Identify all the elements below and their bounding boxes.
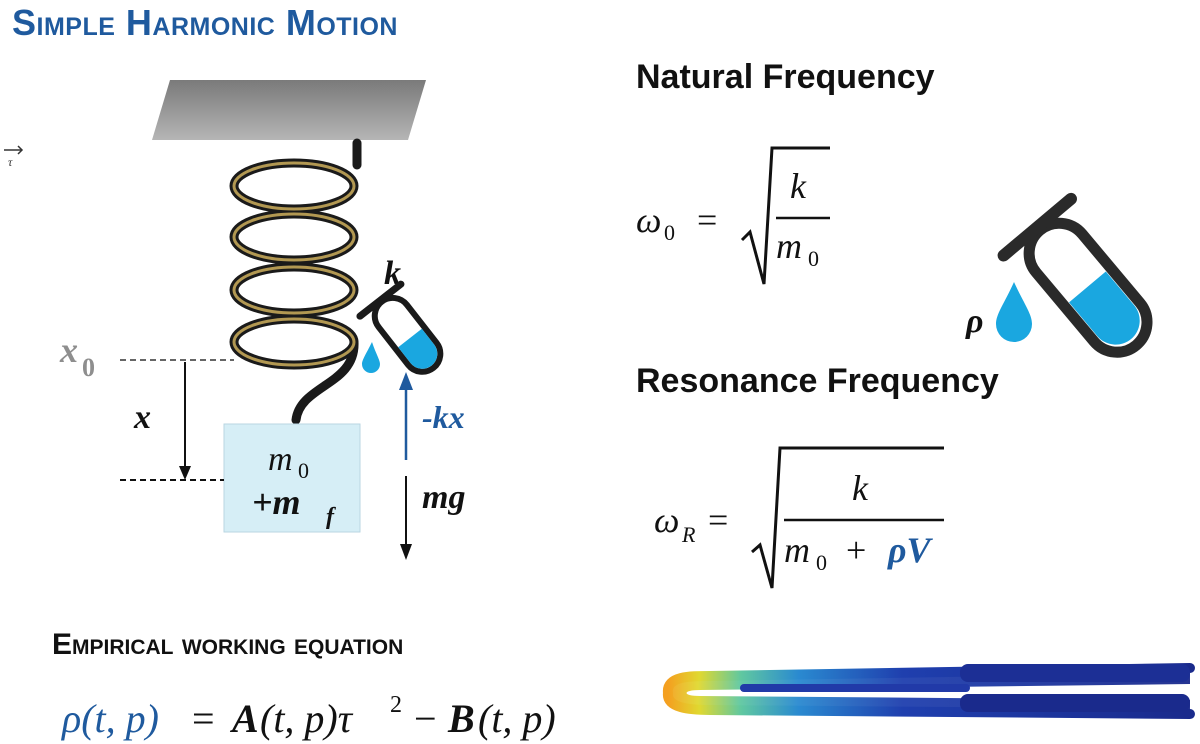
coefficient-b: B bbox=[447, 696, 475, 741]
mass-bottom-label: +m bbox=[252, 482, 301, 522]
tau-glyph: τ bbox=[8, 155, 13, 169]
omega-symbol: ω bbox=[636, 200, 661, 240]
gravity-label: mg bbox=[422, 479, 465, 516]
mass-top-sub: 0 bbox=[298, 458, 309, 483]
denominator-m: m bbox=[776, 226, 802, 266]
natural-frequency-formula: ω 0 = k m 0 bbox=[636, 146, 830, 285]
squared: 2 bbox=[390, 692, 402, 718]
omega-sub: 0 bbox=[664, 220, 675, 245]
equals-sign: = bbox=[697, 200, 717, 240]
equals-sign-r: = bbox=[708, 500, 728, 540]
resonance-frequency-formula: ω R = k m 0 + ρV bbox=[654, 446, 944, 589]
denominator-sub: 0 bbox=[808, 246, 819, 271]
numerator-k: k bbox=[790, 166, 807, 206]
args-a: (t, p)τ bbox=[260, 696, 354, 741]
k-label: k bbox=[384, 255, 401, 292]
plus-sign: + bbox=[846, 530, 866, 570]
denominator-sub-r: 0 bbox=[816, 550, 827, 575]
numerator-k-r: k bbox=[852, 468, 869, 508]
rho-v-term: ρV bbox=[887, 530, 934, 570]
working-equation: ρ(t, p) = A (t, p)τ 2 − B (t, p) bbox=[60, 692, 556, 741]
restoring-force-label: -kx bbox=[422, 399, 465, 435]
natural-frequency-heading: Natural Frequency bbox=[636, 58, 935, 96]
page-title: Simple Harmonic Motion bbox=[12, 2, 398, 43]
working-equals: = bbox=[192, 696, 215, 741]
small-test-tube-icon bbox=[356, 280, 444, 375]
x0-sub: 0 bbox=[82, 353, 95, 382]
denominator-m-r: m bbox=[784, 530, 810, 570]
large-droplet-icon bbox=[996, 282, 1032, 342]
x0-label: x bbox=[59, 330, 78, 370]
args-b: (t, p) bbox=[478, 696, 556, 741]
small-droplet-icon bbox=[362, 342, 380, 373]
omega-r-symbol: ω bbox=[654, 500, 679, 540]
ceiling-block bbox=[152, 80, 426, 140]
omega-r-sub: R bbox=[681, 522, 696, 547]
sqrt-sign bbox=[740, 146, 830, 285]
sqrt-sign-r bbox=[751, 446, 944, 589]
coefficient-a: A bbox=[229, 696, 259, 741]
empirical-equation-heading: Empirical working equation bbox=[52, 628, 404, 661]
u-tube-oscillator-image bbox=[663, 663, 1195, 719]
large-test-tube-icon bbox=[997, 192, 1153, 358]
resonance-frequency-heading: Resonance Frequency bbox=[636, 362, 999, 400]
mass-bottom-sub: f bbox=[326, 504, 336, 530]
mass-box bbox=[223, 423, 361, 533]
spring bbox=[229, 138, 362, 425]
small-arrow-tau-icon: τ bbox=[4, 145, 24, 169]
rho-label: ρ bbox=[965, 303, 984, 340]
minus-sign: − bbox=[414, 696, 437, 741]
working-lhs: ρ(t, p) bbox=[60, 696, 159, 741]
mass-top-label: m bbox=[268, 441, 293, 478]
x-label: x bbox=[133, 399, 151, 436]
